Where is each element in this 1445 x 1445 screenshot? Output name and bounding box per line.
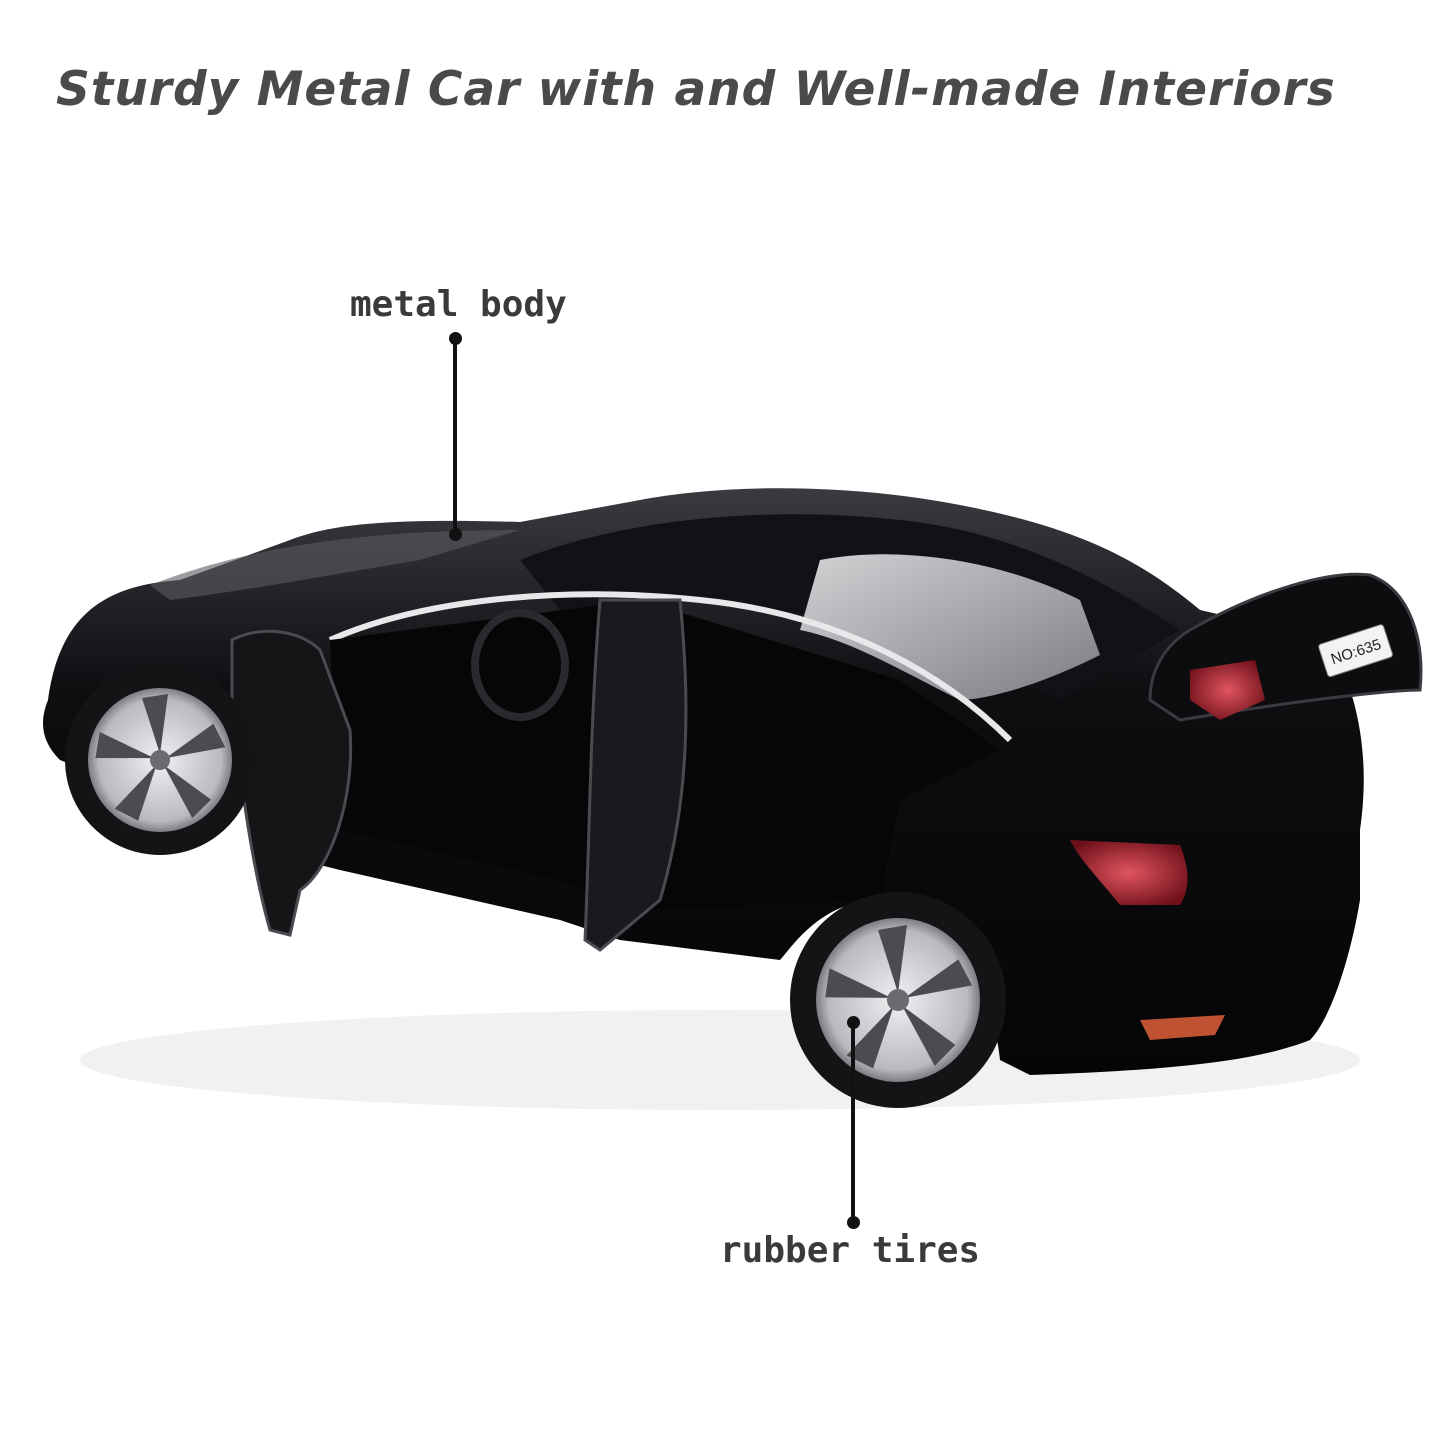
metal-body-leader-dot-bottom [449,528,462,541]
rear-wheel [790,892,1006,1108]
rear-window [800,554,1100,700]
window-trim [328,591,1013,743]
rubber-tires-leader-dot-bottom [847,1216,860,1229]
rubber-tires-label: rubber tires [720,1230,981,1271]
metal-body-leader-line [453,338,457,536]
steering-wheel [471,609,569,721]
rear-taillight [1070,840,1188,905]
hood-highlight [150,530,520,600]
front-wheel [65,665,255,855]
trunk-taillight [1190,660,1265,720]
license-plate: NO:635 [1318,624,1393,678]
metal-body-label: metal body [350,284,567,325]
side-reflector [1140,1015,1225,1040]
rear-door [583,598,688,952]
headline: Sturdy Metal Car with and Well-made Inte… [56,62,1336,117]
rubber-tires-leader-line [851,1022,855,1224]
